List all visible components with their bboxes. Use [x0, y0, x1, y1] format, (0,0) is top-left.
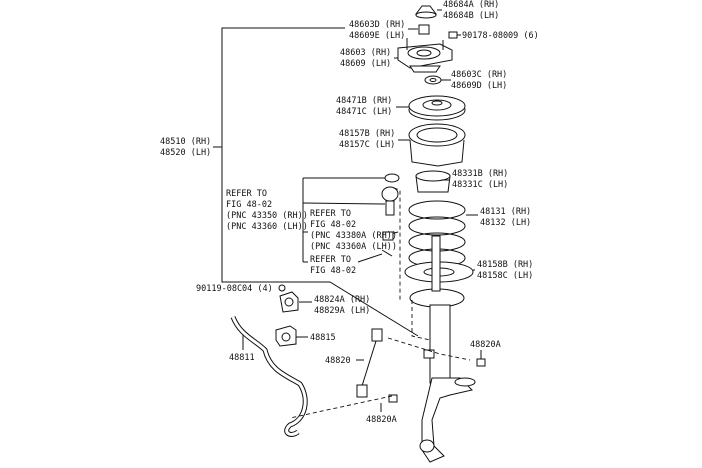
bound-stopper	[415, 170, 451, 193]
label-support-lh: 48609 (LH)	[340, 59, 391, 69]
shock-absorber	[409, 235, 476, 463]
label-bearing-rh: 48471B (RH)	[336, 96, 392, 106]
strut-support	[394, 38, 453, 73]
label-cap-lh: 48684B (LH)	[443, 11, 499, 21]
label-link-nut-upper: 48820A	[470, 340, 501, 350]
label-bracket-lh: 48829A (LH)	[314, 306, 370, 316]
bracket	[279, 291, 312, 313]
label-nut-lh: 48609E (LH)	[349, 31, 405, 41]
upper-insulator	[384, 173, 400, 183]
strut-assembly-bracket	[213, 27, 419, 337]
refer1-line2: FIG 48-02	[226, 200, 272, 210]
label-strut-lh: 48520 (LH)	[160, 148, 211, 158]
label-washer-lh: 48609D (LH)	[451, 81, 507, 91]
label-bracket-rh: 48824A (RH)	[314, 295, 370, 305]
nut-part	[382, 231, 394, 241]
refer2-line3: (PNC 43380A (RH))	[310, 231, 397, 241]
refer-brackets	[302, 177, 399, 263]
upper-spring-seat	[398, 123, 466, 167]
label-spring-lh: 48132 (LH)	[480, 218, 531, 228]
label-washer-rh: 48603C (RH)	[451, 70, 507, 80]
label-bracket-bolt: 90119-08C04 (4)	[196, 284, 273, 294]
label-spring-rh: 48131 (RH)	[480, 207, 531, 217]
dust-cap	[415, 5, 442, 19]
link-nut-upper	[476, 350, 486, 367]
ball-joint	[381, 186, 399, 216]
stabilizer-bar	[230, 315, 308, 437]
label-stabilizer-bar: 48811	[229, 353, 255, 363]
label-link: 48820	[325, 356, 351, 366]
refer2-line4: (PNC 43360A (LH))	[310, 242, 397, 252]
refer2-line1: REFER TO	[310, 209, 351, 219]
bracket-bolt	[278, 284, 286, 292]
stabilizer-link	[356, 328, 383, 398]
label-support-rh: 48603 (RH)	[340, 48, 391, 58]
lock-nut	[408, 24, 430, 35]
label-bumper-rh: 48331B (RH)	[452, 169, 508, 179]
part-labels: 48684A (RH) 48684B (LH) 48603D (RH) 4860…	[160, 0, 539, 425]
bearing	[396, 95, 466, 121]
label-lower-insul-lh: 48158C (LH)	[477, 271, 533, 281]
label-bushing: 48815	[310, 333, 336, 343]
refer2-line2: FIG 48-02	[310, 220, 356, 230]
label-cap-rh: 48684A (RH)	[443, 0, 499, 10]
refer1-line1: REFER TO	[226, 189, 267, 199]
cotter-pin	[381, 249, 393, 257]
refer3-line2: FIG 48-02	[310, 266, 356, 276]
label-lower-insul-rh: 48158B (RH)	[477, 260, 533, 270]
label-bolt: 90178-08009 (6)	[462, 31, 539, 41]
label-upper-seat-lh: 48157C (LH)	[339, 140, 395, 150]
refer3-line1: REFER TO	[310, 255, 351, 265]
coil-spring	[408, 200, 478, 268]
label-strut-rh: 48510 (RH)	[160, 137, 211, 147]
refer1-line4: (PNC 43360 (LH))	[226, 222, 308, 232]
refer1-line3: (PNC 43350 (RH))	[226, 211, 308, 221]
label-bumper-lh: 48331C (LH)	[452, 180, 508, 190]
label-nut-rh: 48603D (RH)	[349, 20, 405, 30]
bolt-nut	[448, 31, 461, 39]
label-upper-seat-rh: 48157B (RH)	[339, 129, 395, 139]
washer	[424, 75, 451, 85]
link-nut-lower	[380, 394, 398, 412]
label-link-nut-lower: 48820A	[366, 415, 397, 425]
bushing-part	[275, 325, 308, 347]
label-bearing-lh: 48471C (LH)	[336, 107, 392, 117]
